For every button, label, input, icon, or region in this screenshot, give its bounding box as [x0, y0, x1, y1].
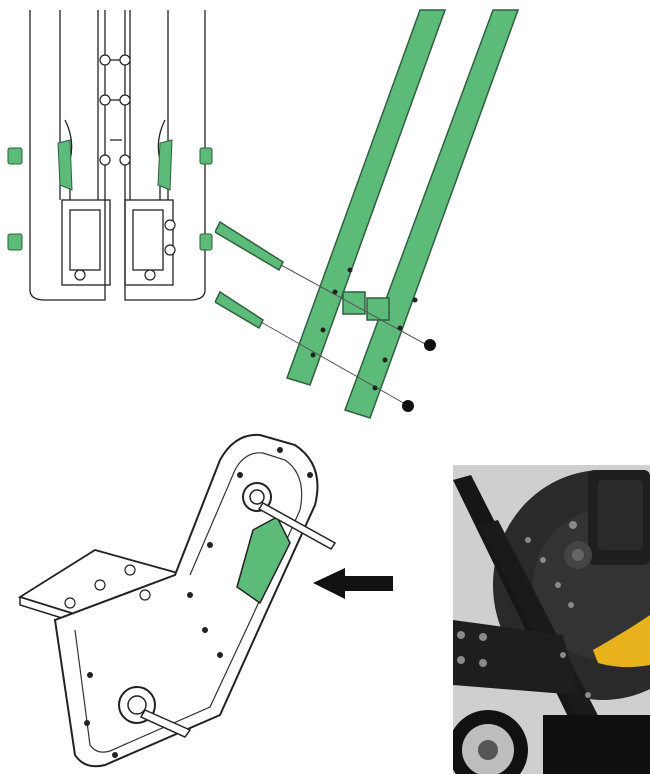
- nut-lower: [402, 400, 414, 412]
- tubes-drawing: [215, 9, 520, 419]
- arrow-left-icon: [313, 568, 393, 599]
- housing-body: [53, 433, 319, 768]
- photo-illustration: [453, 465, 650, 774]
- gearbox-housing-diagram: [15, 425, 415, 774]
- gearbox-drawing: [17, 433, 393, 768]
- left-bracket-highlight: [57, 139, 73, 191]
- upper-rod: [215, 220, 284, 272]
- handle-frame-drawing: [7, 10, 213, 301]
- exploded-tubes-diagram: [215, 0, 525, 430]
- cover-highlight: [236, 515, 291, 605]
- spacer-bracket-right: [366, 297, 390, 321]
- lower-shaft: [139, 709, 192, 738]
- upper-shaft: [257, 502, 337, 550]
- lower-rod: [215, 290, 264, 330]
- installed-assembly-photo: [453, 465, 650, 774]
- left-handle-tube: [286, 9, 447, 386]
- right-bracket-highlight: [157, 139, 173, 191]
- nut-upper: [424, 339, 436, 351]
- handle-frame-diagram: [0, 0, 215, 305]
- spacer-bracket-left: [342, 291, 366, 315]
